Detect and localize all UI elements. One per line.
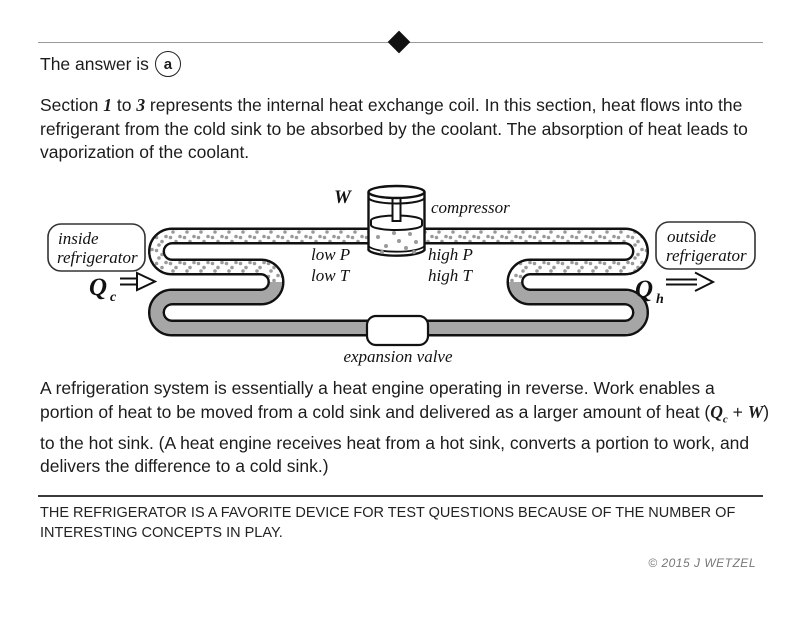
p2-plus: + bbox=[727, 401, 748, 422]
high-t-label: high T bbox=[428, 266, 473, 285]
qh-arrow-icon bbox=[666, 271, 716, 292]
diamond-ornament-icon bbox=[387, 30, 411, 54]
work-label: W bbox=[334, 187, 352, 208]
low-p-label: low P bbox=[311, 245, 350, 264]
p2-qc-symbol: Qc bbox=[710, 401, 728, 426]
high-p-label: high P bbox=[428, 245, 473, 264]
svg-text:refrigerator: refrigerator bbox=[666, 246, 747, 265]
svg-text:outside: outside bbox=[667, 227, 717, 246]
p1-number-3: 3 bbox=[136, 95, 146, 115]
compressor-label: compressor bbox=[431, 198, 510, 217]
expansion-valve bbox=[365, 314, 430, 347]
qc-heat-flow: Q c bbox=[89, 271, 158, 305]
vapor-segment-left bbox=[150, 230, 420, 283]
p1-text: represents the internal heat exchange co… bbox=[40, 95, 748, 162]
copyright-notice: © 2015 J WETZEL bbox=[648, 556, 756, 570]
compressor-piston-rod bbox=[391, 196, 402, 222]
qc-arrow-icon bbox=[120, 271, 158, 292]
compressor-vapor-dots bbox=[376, 231, 418, 254]
bottom-divider-line bbox=[38, 495, 763, 497]
p1-number-1: 1 bbox=[103, 95, 112, 115]
svg-text:Q: Q bbox=[89, 274, 107, 301]
p2-w-symbol: W bbox=[747, 401, 764, 422]
outside-refrigerator-callout: outside refrigerator bbox=[655, 221, 756, 270]
answer-prefix: The answer is bbox=[40, 53, 149, 74]
qh-heat-flow: Q h bbox=[635, 271, 716, 307]
vapor-segment-right bbox=[425, 230, 647, 283]
p2-text: ) to the hot sink. (A heat engine receiv… bbox=[40, 401, 770, 477]
inside-refrigerator-callout: inside refrigerator bbox=[47, 223, 146, 272]
answer-choice-badge: a bbox=[154, 51, 181, 77]
compressor bbox=[367, 184, 426, 257]
p1-text: to bbox=[111, 95, 137, 115]
svg-text:refrigerator: refrigerator bbox=[57, 248, 138, 267]
expansion-valve-label: expansion valve bbox=[343, 347, 452, 366]
svg-text:h: h bbox=[656, 292, 664, 307]
refrigeration-cycle-diagram: expansion valve W compressor low P low T… bbox=[47, 184, 756, 366]
footnote-text: THE REFRIGERATOR IS A FAVORITE DEVICE FO… bbox=[40, 505, 736, 541]
svg-text:Q: Q bbox=[635, 276, 653, 303]
paragraph-refrigeration-explainer: A refrigeration system is essentially a … bbox=[40, 377, 773, 479]
p1-text: Section bbox=[40, 95, 104, 115]
low-t-label: low T bbox=[311, 266, 351, 285]
paragraph-section-description: Section 1 to 3 represents the internal h… bbox=[40, 94, 773, 165]
svg-text:inside: inside bbox=[58, 229, 99, 248]
svg-text:c: c bbox=[110, 290, 117, 305]
answer-line: The answer is a bbox=[40, 51, 181, 77]
p2-text: A refrigeration system is essentially a … bbox=[40, 378, 715, 422]
